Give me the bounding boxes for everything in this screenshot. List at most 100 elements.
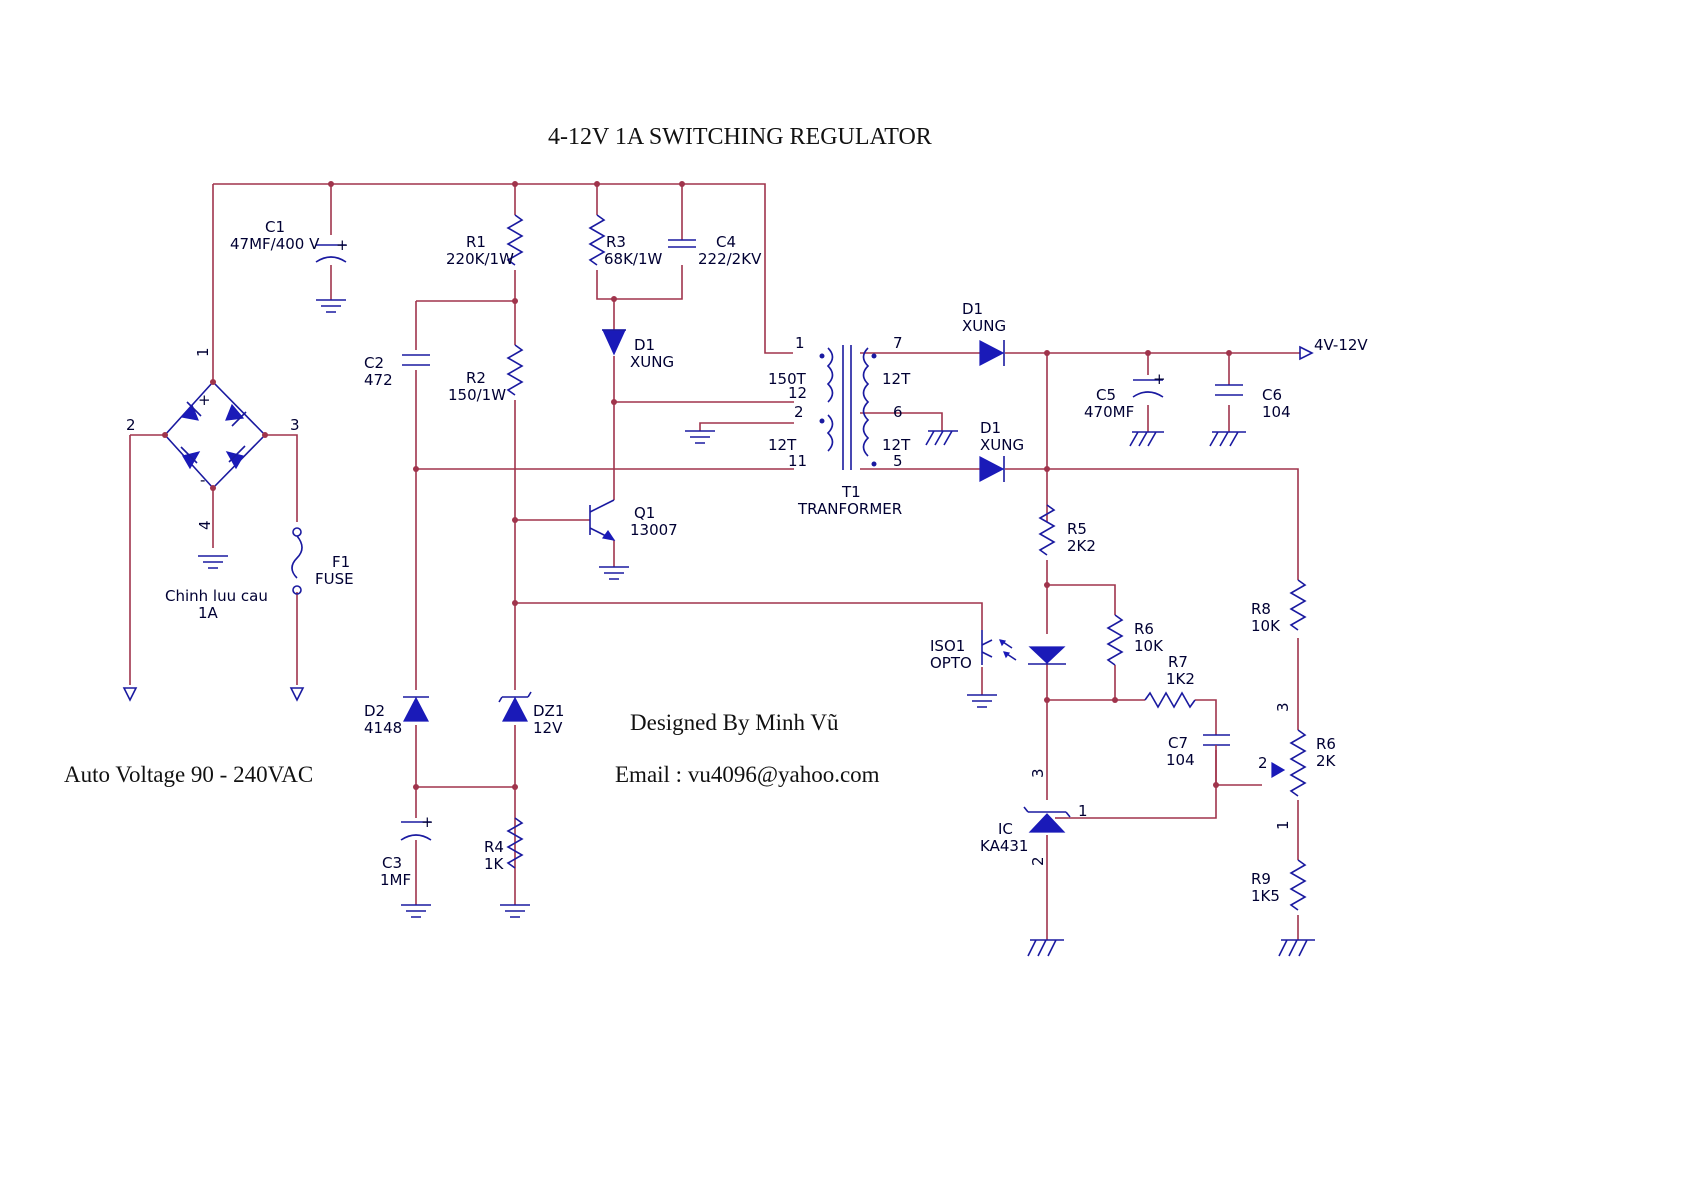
svg-text:R9: R9 (1251, 870, 1271, 888)
svg-text:3: 3 (1029, 768, 1047, 778)
svg-text:R4: R4 (484, 838, 504, 856)
svg-text:C2: C2 (364, 354, 384, 372)
svg-text:TRANFORMER: TRANFORMER (797, 500, 902, 518)
svg-text:FUSE: FUSE (315, 570, 354, 588)
svg-text:Q1: Q1 (634, 504, 655, 522)
junction-dots (328, 181, 1232, 790)
bridge-rectifier: + - 1 2 3 4 Chinh luu cau 1A (126, 347, 300, 622)
svg-text:3: 3 (1274, 702, 1292, 712)
svg-text:C4: C4 (716, 233, 736, 251)
resistor-R9: R9 1K5 (1251, 859, 1307, 911)
potentiometer-R6: R6 2K 3 2 1 (1258, 702, 1337, 830)
transistor-Q1: Q1 13007 (589, 499, 678, 541)
svg-text:XUNG: XUNG (962, 317, 1006, 335)
svg-text:12T: 12T (768, 436, 797, 454)
svg-text:C1: C1 (265, 218, 285, 236)
svg-text:1K2: 1K2 (1166, 670, 1195, 688)
svg-text:1: 1 (194, 347, 212, 357)
svg-text:C3: C3 (382, 854, 402, 872)
diode-D1-primary: D1 XUNG (602, 329, 674, 371)
svg-text:68K/1W: 68K/1W (604, 250, 663, 268)
svg-text:+: + (336, 236, 349, 254)
diode-D1-output-1: D1 XUNG (962, 300, 1006, 366)
fuse-F1: F1 FUSE (291, 527, 354, 595)
svg-text:F1: F1 (332, 553, 350, 571)
diode-D1-output-2: D1 XUNG (979, 419, 1024, 482)
svg-text:47MF/400 V: 47MF/400 V (230, 235, 320, 253)
schematic-title: 4-12V 1A SWITCHING REGULATOR (548, 124, 932, 150)
svg-text:1K5: 1K5 (1251, 887, 1280, 905)
svg-text:7: 7 (893, 334, 903, 352)
shunt-regulator-IC: IC KA431 3 1 2 (980, 768, 1088, 866)
svg-text:10K: 10K (1134, 637, 1164, 655)
svg-text:1: 1 (795, 334, 805, 352)
capacitor-C3: + C3 1MF (380, 813, 434, 889)
capacitor-C5: + C5 470MF (1084, 370, 1166, 421)
diode-D2: D2 4148 (364, 696, 429, 737)
resistor-R1: R1 220K/1W (446, 214, 524, 268)
svg-text:472: 472 (364, 371, 393, 389)
svg-text:13007: 13007 (630, 521, 678, 539)
opto-led (1028, 646, 1066, 665)
svg-text:222/2KV: 222/2KV (698, 250, 762, 268)
capacitor-C1: + C1 47MF/400 V (230, 218, 349, 263)
svg-text:-: - (200, 471, 205, 489)
svg-text:12T: 12T (882, 436, 911, 454)
svg-text:2: 2 (126, 416, 136, 434)
svg-text:11: 11 (788, 452, 807, 470)
transformer-T1: 150T 12T 12T 12T 1 12 2 11 7 6 5 T1 TRAN… (768, 334, 911, 518)
capacitor-C2: C2 472 (364, 354, 430, 389)
wires (129, 183, 1300, 940)
svg-text:1: 1 (1274, 820, 1292, 830)
svg-text:D1: D1 (634, 336, 655, 354)
svg-text:C7: C7 (1168, 734, 1188, 752)
svg-text:KA431: KA431 (980, 837, 1028, 855)
resistor-R3: R3 68K/1W (588, 214, 663, 268)
svg-text:220K/1W: 220K/1W (446, 250, 514, 268)
ground-symbols (198, 299, 1315, 957)
svg-text:2: 2 (1029, 856, 1047, 866)
svg-text:104: 104 (1262, 403, 1291, 421)
svg-text:1A: 1A (198, 604, 219, 622)
svg-text:IC: IC (998, 820, 1013, 838)
svg-text:+: + (421, 813, 434, 831)
svg-text:OPTO: OPTO (930, 654, 972, 672)
svg-text:XUNG: XUNG (980, 436, 1024, 454)
capacitor-C6: C6 104 (1215, 384, 1291, 421)
svg-text:T1: T1 (841, 483, 861, 501)
svg-text:1MF: 1MF (380, 871, 411, 889)
svg-text:+: + (198, 391, 211, 409)
svg-text:R1: R1 (466, 233, 486, 251)
svg-text:Chinh luu cau: Chinh luu cau (165, 587, 268, 605)
optocoupler-ISO1: ISO1 OPTO (930, 630, 1017, 672)
svg-text:12T: 12T (882, 370, 911, 388)
svg-text:R2: R2 (466, 369, 486, 387)
svg-text:4148: 4148 (364, 719, 402, 737)
svg-text:+: + (1153, 370, 1166, 388)
svg-text:C6: C6 (1262, 386, 1282, 404)
svg-text:R3: R3 (606, 233, 626, 251)
svg-text:6: 6 (893, 403, 903, 421)
zener-DZ1: DZ1 12V (498, 691, 564, 737)
svg-text:4V-12V: 4V-12V (1314, 336, 1368, 354)
resistor-R8: R8 10K (1251, 579, 1307, 635)
svg-text:R8: R8 (1251, 600, 1271, 618)
resistor-R5: R5 2K2 (1038, 504, 1096, 556)
svg-text:R7: R7 (1168, 653, 1188, 671)
svg-text:104: 104 (1166, 751, 1195, 769)
output-terminal: 4V-12V (1299, 336, 1368, 361)
capacitor-C4: C4 222/2KV (668, 233, 762, 268)
svg-text:R6: R6 (1134, 620, 1154, 638)
svg-text:D2: D2 (364, 702, 385, 720)
resistor-R4: R4 1K (484, 817, 524, 873)
svg-text:4: 4 (196, 520, 214, 530)
resistor-R2: R2 150/1W (448, 344, 524, 404)
svg-text:150/1W: 150/1W (448, 386, 506, 404)
designer-credit: Designed By Minh Vũ (630, 710, 839, 735)
svg-text:12V: 12V (533, 719, 563, 737)
svg-text:2: 2 (1258, 754, 1268, 772)
svg-text:XUNG: XUNG (630, 353, 674, 371)
capacitor-C7: C7 104 (1166, 734, 1230, 785)
